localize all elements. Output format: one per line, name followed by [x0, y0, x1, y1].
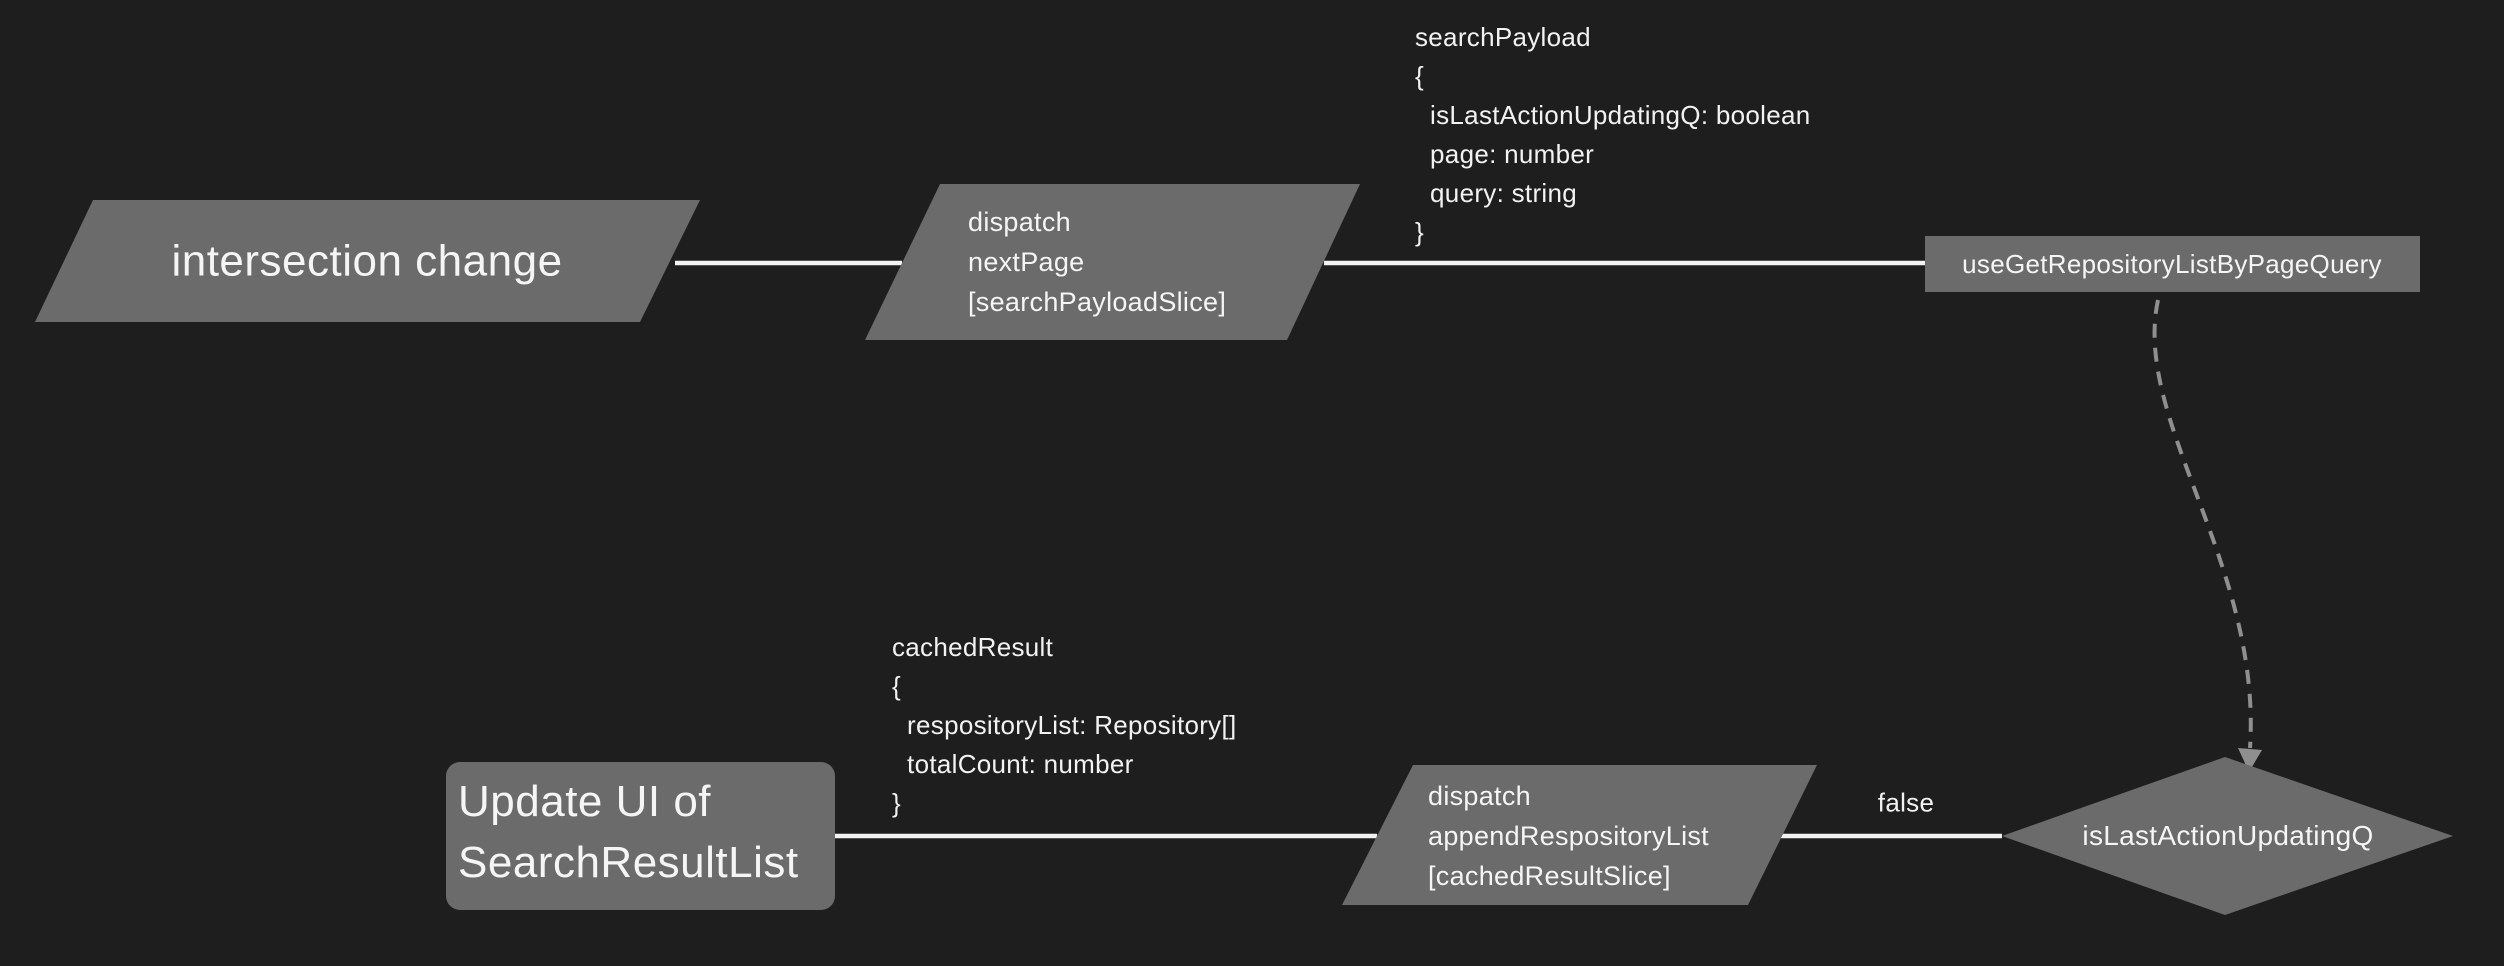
node-dispatch-next-page-label: dispatch nextPage [searchPayloadSlice] [968, 207, 1227, 317]
node-update-ui-label: Update UI of SearchResultList [458, 777, 799, 887]
arrowhead-icon [2238, 748, 2262, 772]
node-dispatch-append-repository-label: dispatch appendRespositoryList [cachedRe… [1428, 781, 1709, 891]
node-update-ui-shape [446, 762, 835, 910]
node-intersection-change-label: intersection change [171, 236, 563, 286]
node-use-get-repository-list-label: useGetRepositoryListByPageQuery [1962, 249, 2382, 279]
node-use-get-repository-list-shape [1925, 236, 2420, 292]
edge-label-false: false [1877, 787, 1935, 818]
node-intersection-change-shape [35, 200, 700, 322]
edge-label-search-payload: searchPayload { isLastActionUpdatingQ: b… [1415, 22, 1811, 247]
node-is-last-action-updating-q-label: isLastActionUpdatingQ [2082, 820, 2374, 851]
node-is-last-action-updating-q-shape [2002, 757, 2453, 915]
node-dispatch-append-repository-shape [1342, 765, 1817, 905]
node-dispatch-next-page-shape [865, 184, 1360, 340]
edge-query-to-diamond-dashed [2152, 299, 2253, 749]
edge-label-cached-result: cachedResult { respositoryList: Reposito… [892, 632, 1237, 818]
